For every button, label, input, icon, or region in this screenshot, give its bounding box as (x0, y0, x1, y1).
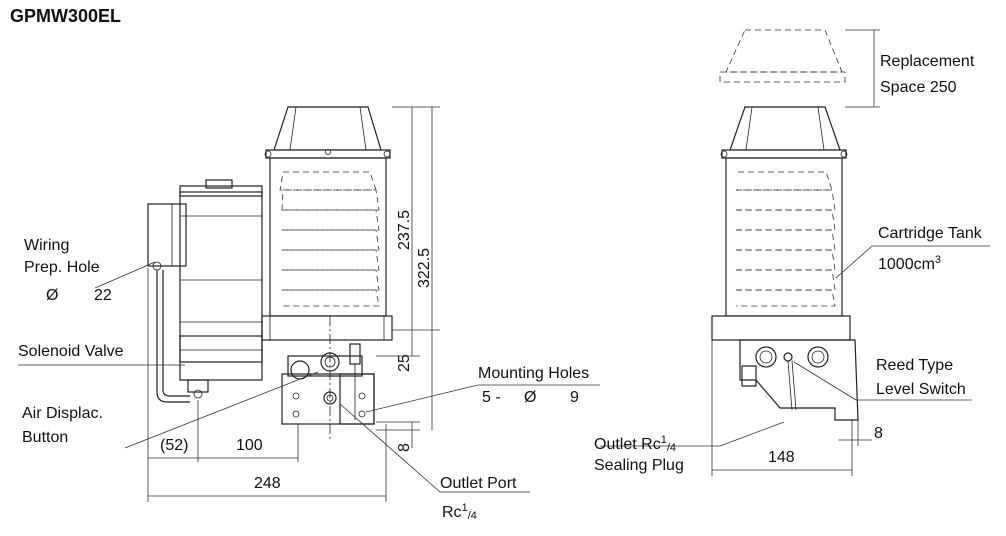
air-displac-label-line2: Button (22, 429, 69, 446)
mounting-holes-count: 5 - (482, 389, 501, 406)
outlet-port-label: Outlet Port (440, 475, 517, 492)
wiring-label-line1: Wiring (24, 237, 70, 254)
cartridge-tank-label: Cartridge Tank (878, 225, 982, 242)
side-view-drawing (600, 29, 990, 476)
dim-237-5: 237.5 (396, 209, 413, 250)
cartridge-capacity: 1000cm3 (878, 254, 942, 273)
mounting-holes-value: 9 (570, 389, 579, 406)
solenoid-valve-label: Solenoid Valve (18, 343, 124, 360)
cartridge-capacity-exp: 3 (934, 254, 942, 266)
mounting-holes-label: Mounting Holes (478, 365, 590, 382)
wiring-dia-value: 22 (94, 287, 112, 304)
reed-switch-label-line1: Reed Type (876, 357, 954, 374)
wiring-label-line2: Prep. Hole (24, 259, 100, 276)
replacement-label-line2: Space 250 (880, 79, 957, 96)
dim-8-left: 8 (396, 443, 413, 452)
wiring-dia-symbol: Ø (46, 287, 59, 304)
front-view-dimensions (18, 106, 600, 502)
air-displac-label-line1: Air Displac. (22, 405, 103, 422)
outlet-rc-label: Outlet Rc1/4 (594, 434, 676, 454)
outlet-port-rc-den: /4 (467, 510, 477, 522)
dim-322-5: 322.5 (416, 247, 433, 288)
mounting-holes-dia: Ø (524, 389, 537, 406)
dim-148: 148 (768, 449, 795, 466)
outlet-port-rc: Rc1/4 (442, 502, 477, 522)
sealing-plug-label: Sealing Plug (594, 457, 684, 474)
replacement-label-line1: Replacement (880, 53, 975, 70)
reed-switch-label-line2: Level Switch (876, 381, 966, 398)
outlet-port-rc-num: 1 (461, 502, 468, 514)
dim-100: 100 (236, 437, 263, 454)
dim-52: (52) (160, 437, 189, 454)
dim-248: 248 (254, 475, 281, 492)
outlet-rc-den: /4 (666, 442, 676, 454)
dim-25: 25 (396, 354, 413, 372)
model-title: GPMW300EL (10, 6, 122, 26)
dim-8-right: 8 (874, 425, 883, 442)
front-view-drawing (147, 106, 393, 440)
outlet-rc-num: 1 (660, 434, 667, 446)
